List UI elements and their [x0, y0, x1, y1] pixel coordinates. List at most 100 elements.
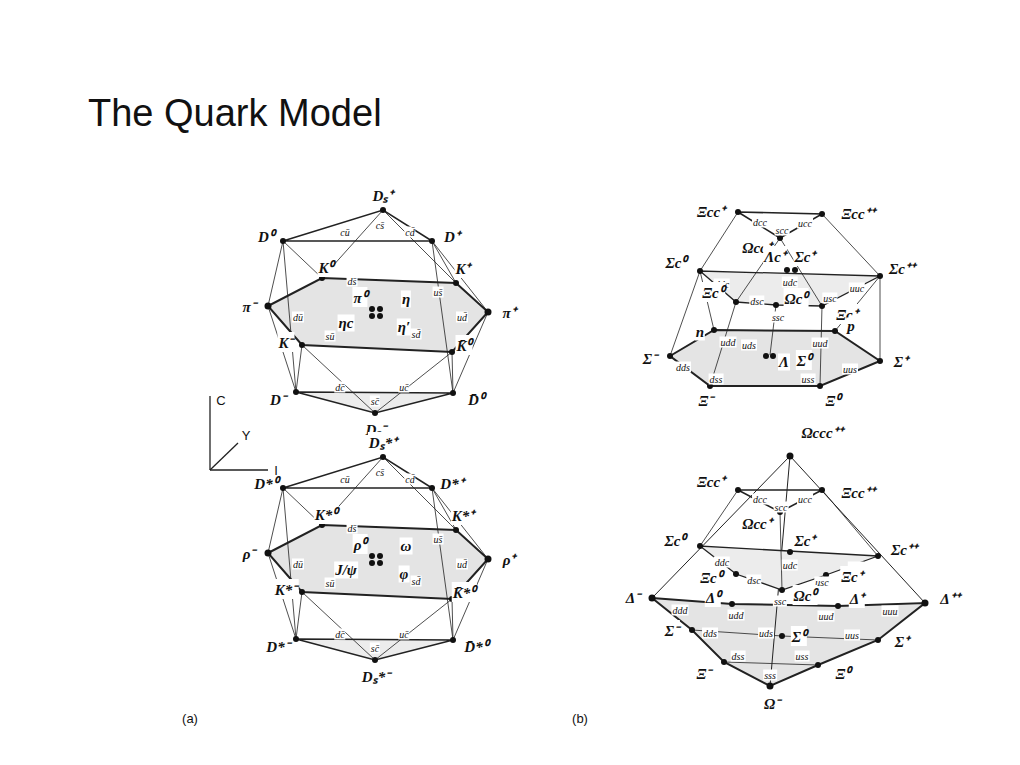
particle-label: K̄*⁰	[452, 582, 477, 602]
particle-label: Ω⁻	[763, 693, 781, 713]
particle-label: Σc⁰	[664, 530, 687, 550]
quark-content: cd̄	[404, 474, 415, 485]
quark-content: sc̄	[370, 396, 380, 407]
particle-label: Ξ⁻	[698, 390, 715, 410]
particle-label: π⁻	[241, 296, 256, 316]
quark-content: dss	[731, 651, 746, 662]
quark-content: udd	[728, 610, 745, 621]
quark-content: dsc	[749, 296, 764, 307]
particle-label: Ωccc⁺⁺	[800, 422, 843, 442]
particle-label: φ	[399, 566, 410, 583]
quark-content: sū	[325, 331, 336, 342]
particle-label: J/ψ	[334, 562, 358, 579]
particle-label: Dₛ*⁻	[361, 666, 391, 686]
quark-content: sss	[763, 670, 777, 681]
particle-label: K*⁻	[274, 579, 299, 599]
quark-content: cū	[339, 227, 350, 238]
particle-label: K⁻	[277, 332, 294, 352]
particle-label: D*⁺	[439, 473, 464, 493]
particle-label: Δ⁰	[705, 587, 721, 607]
particle-label: n	[695, 324, 705, 341]
particle-label: Σc⁺	[794, 530, 817, 550]
quark-content: udd	[720, 337, 737, 348]
quark-content: ud̄	[456, 312, 468, 323]
quark-content: dc̄	[334, 629, 345, 640]
quark-content: dū	[292, 559, 304, 570]
particle-label: Λc⁺	[763, 246, 787, 266]
particle-label: Ξcc⁺⁺	[840, 203, 875, 223]
quark-content: uud	[812, 338, 829, 349]
quark-content: ddd	[672, 605, 689, 616]
particle-label: ηc	[338, 315, 355, 332]
quark-content: sd̄	[411, 329, 422, 340]
particle-label: K*⁰	[314, 504, 339, 524]
quark-content: dc̄	[334, 382, 345, 393]
slide-title: The Quark Model	[88, 92, 382, 135]
particle-label: Ξ⁻	[696, 663, 713, 683]
particle-label: Σc⁺⁺	[888, 258, 916, 278]
particle-label: Σ⁰	[796, 350, 812, 370]
particle-label: Ξ⁰	[825, 390, 842, 410]
quark-content: udc	[782, 560, 798, 571]
particle-label: K⁰	[317, 257, 334, 277]
particle-label: Σc⁰	[665, 252, 688, 272]
quark-content: us̄	[433, 287, 444, 298]
particle-label: D⁻	[269, 389, 287, 409]
quark-content: udc	[782, 277, 798, 288]
particle-label: Dₛ*⁺	[368, 432, 398, 452]
particle-label: Ξc⁰	[701, 282, 725, 302]
quark-content: cs̄	[375, 467, 385, 478]
particle-label: Σ⁻	[664, 620, 680, 640]
quark-content: dds	[675, 362, 691, 373]
quark-content: dū	[292, 312, 304, 323]
particle-label: Ξcc⁺	[696, 201, 726, 221]
particle-label: π⁺	[501, 302, 516, 322]
particle-label: ρ⁺	[502, 549, 517, 569]
quark-content: uus	[842, 364, 858, 375]
particle-label: Σ⁺	[893, 351, 909, 371]
particle-label: D̄⁰	[467, 389, 485, 409]
quark-content: sc̄	[370, 643, 380, 654]
axis-label: Y	[241, 428, 252, 443]
quark-content: uc̄	[398, 382, 409, 393]
quark-content: ucc	[797, 494, 813, 505]
particle-label: Σc⁺	[794, 246, 817, 266]
particle-label: ρ⁻	[242, 543, 257, 563]
quark-content: cd̄	[404, 227, 415, 238]
quark-content: ds̄	[347, 276, 358, 287]
particle-label: K*⁺	[451, 505, 476, 525]
quark-content: cū	[339, 474, 350, 485]
particle-label: Ξc⁺	[840, 566, 864, 586]
quark-content: uus	[844, 630, 860, 641]
quark-content: cs̄	[375, 220, 385, 231]
particle-label: ρ⁰	[353, 534, 368, 554]
panel-label: (a)	[181, 711, 199, 726]
particle-label: D*⁻	[265, 636, 290, 656]
quark-content: usc	[822, 293, 837, 304]
particle-label: Δ⁺⁺	[939, 588, 960, 608]
quark-content: uuc	[849, 283, 865, 294]
quark-content: uds	[758, 628, 774, 639]
particle-label: Σc⁺⁺	[890, 539, 918, 559]
particle-label: Δ⁺	[849, 588, 865, 608]
particle-label: Ωcc⁺	[741, 513, 773, 533]
panel-label: (b)	[571, 711, 589, 726]
particle-label: Σ⁺	[894, 631, 910, 651]
quark-content: uss	[801, 374, 816, 385]
particle-label: Σ⁰	[791, 626, 807, 646]
quark-content: us̄	[433, 534, 444, 545]
quark-content: uss	[795, 651, 810, 662]
particle-label: Ωc⁰	[793, 585, 818, 605]
quark-content: uud	[818, 611, 835, 622]
quark-content: uuu	[882, 606, 899, 617]
quark-content: ds̄	[347, 523, 358, 534]
quark-content: ssc	[773, 596, 787, 607]
particle-label: K⁺	[454, 258, 471, 278]
particle-label: π⁰	[352, 287, 367, 307]
axis-label: I	[273, 463, 279, 478]
particle-label: Ξcc⁺⁺	[840, 482, 875, 502]
particle-label: Dₛ⁺	[372, 185, 395, 205]
axis-label: C	[215, 393, 226, 408]
quark-content: dss	[709, 374, 724, 385]
